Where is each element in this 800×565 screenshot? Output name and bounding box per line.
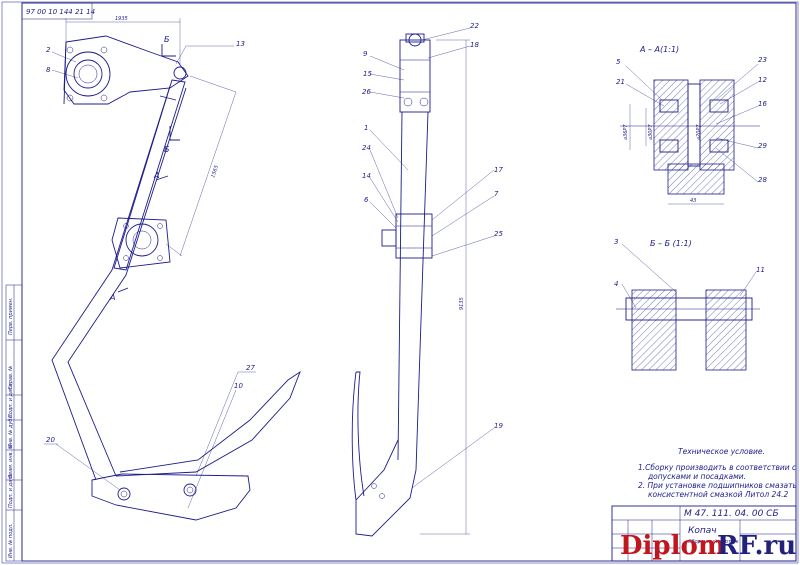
- view-b-top: Б: [164, 35, 170, 44]
- svg-text:9: 9: [363, 50, 368, 58]
- svg-text:Инв. № подл.: Инв. № подл.: [8, 524, 14, 559]
- tech-line-4: консистентной смазкой Литол 24.2: [648, 490, 788, 499]
- doc-code: 97 00 10 144 21 14: [26, 8, 95, 16]
- callouts-sec-a: 5 21 23 12 16 29 28: [616, 56, 767, 184]
- svg-text:5: 5: [616, 58, 621, 66]
- section-a-title: А – А(1:1): [639, 45, 679, 54]
- drawing-name: Копач: [688, 526, 717, 536]
- watermark-left: Diplom: [620, 531, 725, 561]
- view-a-bot: А: [109, 293, 115, 302]
- svg-text:11: 11: [756, 266, 765, 274]
- svg-text:6: 6: [364, 196, 369, 204]
- svg-text:Справ. №: Справ. №: [8, 366, 14, 390]
- side-view: 9135 22 18 9 15 26 1 24 14 6 17 7 25 19: [351, 22, 503, 537]
- svg-text:8: 8: [46, 66, 51, 74]
- view-a-top: А: [153, 171, 159, 180]
- tech-title: Техническое условие.: [678, 447, 765, 456]
- svg-text:16: 16: [758, 100, 767, 108]
- tech-notes: Техническое условие. 1.Сборку производит…: [638, 447, 797, 499]
- svg-text:27: 27: [246, 364, 255, 372]
- tech-line-3: 2. При установке подшипников смазать: [638, 481, 797, 490]
- svg-text:21: 21: [616, 78, 625, 86]
- svg-text:7: 7: [494, 190, 499, 198]
- view-b-mid: Б: [164, 145, 170, 154]
- svg-text:20: 20: [46, 436, 55, 444]
- tech-line-2: допусками и посадками.: [647, 472, 746, 481]
- drawing-sub: Сборочный чертеж: [688, 539, 739, 545]
- section-b-b: Б – Б (1:1) 3 4 11: [614, 238, 765, 371]
- svg-text:Взам. инв. №: Взам. инв. №: [8, 444, 14, 478]
- svg-text:19: 19: [494, 422, 503, 430]
- drawing-code: М 47. 111. 04. 00 СБ: [684, 509, 779, 519]
- svg-text:1: 1: [364, 124, 368, 132]
- dim-total-height: 9135: [459, 297, 465, 310]
- side-strip: Перв. примен. Справ. № Подп. и дата Инв.…: [5, 284, 23, 562]
- svg-text:12: 12: [758, 76, 767, 84]
- dim-top-width: 1935: [115, 16, 128, 22]
- svg-text:14: 14: [362, 172, 371, 180]
- svg-text:10: 10: [234, 382, 243, 390]
- dim-arm-length: 1565: [210, 165, 220, 179]
- svg-text:18: 18: [470, 41, 479, 49]
- dim-a-d2: ⌀30Р7: [648, 124, 654, 140]
- svg-text:Перв. примен.: Перв. примен.: [8, 297, 14, 335]
- svg-text:15: 15: [363, 70, 372, 78]
- svg-text:Инв. № дубл.: Инв. № дубл.: [8, 414, 14, 448]
- tech-line-1: 1.Сборку производить в соответствии с: [638, 463, 797, 472]
- svg-text:17: 17: [494, 166, 503, 174]
- svg-text:29: 29: [758, 142, 767, 150]
- svg-text:28: 28: [758, 176, 767, 184]
- dim-a-w: 43: [690, 198, 696, 204]
- svg-text:3: 3: [614, 238, 618, 246]
- watermark-right: RF.ru: [717, 531, 796, 561]
- side-strip-labels: Перв. примен. Справ. № Подп. и дата Инв.…: [8, 297, 14, 558]
- section-b-title: Б – Б (1:1): [650, 239, 692, 248]
- callouts-side: 22 18 9 15 26 1 24 14 6 17 7 25 19: [362, 22, 503, 489]
- svg-text:13: 13: [236, 40, 245, 48]
- svg-text:26: 26: [362, 88, 371, 96]
- svg-text:Подп. и дата: Подп. и дата: [8, 384, 14, 418]
- callouts-sec-b: 3 4 11: [614, 238, 765, 309]
- title-block: М 47. 111. 04. 00 СБ Копач Сборочный чер…: [611, 505, 797, 562]
- watermark: Diplom RF.ru: [620, 531, 796, 561]
- svg-text:23: 23: [758, 56, 767, 64]
- dim-a-d1: ⌀36Р7: [623, 124, 629, 140]
- svg-text:4: 4: [614, 280, 618, 288]
- svg-text:25: 25: [494, 230, 503, 238]
- section-a-a: А – А(1:1) ⌀36Р7 ⌀30Р7 ⌀20Р7 43 5 21 23 …: [616, 45, 767, 205]
- svg-text:Подп. и дата: Подп. и дата: [8, 474, 14, 508]
- svg-text:24: 24: [362, 144, 371, 152]
- dim-a-d3: ⌀20Р7: [696, 124, 702, 140]
- callouts-front: 2 8 13 20 27 10: [44, 40, 256, 509]
- front-view: 1935 1565 Б Б А А 2 8 13 20 27: [44, 16, 301, 521]
- svg-text:2: 2: [46, 46, 51, 54]
- svg-text:22: 22: [470, 22, 479, 30]
